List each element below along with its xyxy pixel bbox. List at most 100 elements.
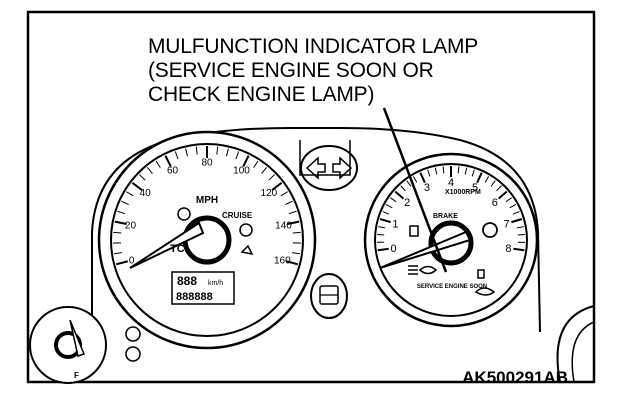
seatbelt-icon	[239, 223, 253, 237]
speedometer-tick-label: 120	[261, 188, 278, 199]
speedometer-minor-tick	[226, 148, 229, 157]
tachometer-tick-label: 8	[505, 243, 511, 255]
speedometer-major-tick	[164, 155, 172, 167]
turn-signal-icon	[300, 145, 358, 191]
speedometer-tick-label: 0	[129, 256, 135, 267]
tachometer-hub	[428, 220, 474, 266]
tachometer-minor-tick	[390, 197, 397, 203]
callout-leader-line	[382, 107, 448, 273]
speedometer-minor-tick	[253, 160, 259, 168]
tachometer-minor-tick	[490, 180, 496, 187]
speedometer-minor-tick	[288, 210, 297, 215]
tachometer-tick-label: 7	[504, 218, 510, 230]
tachometer-minor-tick	[457, 166, 460, 174]
tachometer-needle	[379, 230, 472, 269]
speedometer-needle	[129, 221, 205, 269]
tachometer-ticks: 0 12 3 4 5 67 8	[377, 166, 525, 255]
speedometer-major-tick	[285, 260, 299, 266]
cluster-housing	[91, 127, 541, 333]
tachometer-minor-tick	[400, 185, 406, 192]
callout-line-3: CHECK ENGINE LAMP)	[148, 83, 375, 106]
speedometer-tick-label: 20	[125, 220, 137, 231]
speedometer-minor-tick	[113, 252, 123, 255]
speedometer-minor-tick	[113, 231, 122, 234]
tachometer-minor-tick	[516, 226, 524, 229]
speedometer-minor-tick	[268, 174, 275, 181]
speedometer-minor-tick	[280, 191, 288, 197]
dimmer-knob	[125, 346, 141, 362]
tachometer-major-tick	[377, 247, 389, 252]
abs-icon	[177, 207, 191, 221]
fog-lamp-icon	[477, 269, 485, 279]
tachometer-major-tick	[511, 218, 523, 224]
tachometer-minor-tick	[509, 203, 517, 209]
speedometer-major-tick	[131, 181, 143, 191]
tachometer-major-tick	[419, 172, 426, 184]
headlamp-icon	[408, 265, 438, 275]
speedometer-minor-tick	[126, 191, 134, 197]
speedometer-tick-label: 160	[274, 256, 291, 267]
speedometer-minor-tick	[261, 167, 268, 174]
tachometer-tick-label: 3	[424, 182, 430, 194]
tachometer-minor-tick	[427, 169, 431, 177]
speedometer-major-tick	[271, 181, 283, 191]
tachometer-tick-label: 6	[492, 197, 498, 209]
tachometer-major-tick	[476, 172, 483, 184]
speedometer-minor-tick	[174, 151, 179, 160]
tachometer: 0 12 3 4 5 67 8 X1000RPM BRAKE SERVICE ENGINE …	[363, 152, 539, 328]
callout-line-2: (SERVICE ENGINE SOON OR	[148, 59, 434, 82]
engine-lamp-label: SERVICE ENGINE SOON	[417, 284, 487, 290]
tachometer-tick-label: 5	[472, 182, 478, 194]
tachometer-minor-tick	[434, 167, 438, 175]
speedometer-tick-label: 100	[233, 166, 250, 177]
tachometer-minor-tick	[406, 180, 412, 187]
tachometer-minor-tick	[412, 176, 418, 183]
odometer-digits: 888	[177, 274, 197, 288]
speedometer-major-tick	[287, 220, 300, 225]
speedometer-unit: MPH	[196, 195, 218, 206]
speedometer-tick-label: 140	[275, 220, 292, 231]
tachometer-minor-tick	[382, 211, 390, 215]
speedometer-minor-tick	[146, 167, 153, 174]
speedometer-minor-tick	[292, 231, 301, 234]
tachometer-major-tick	[394, 190, 405, 200]
tachometer-minor-tick	[464, 167, 468, 175]
tachometer-minor-tick	[471, 169, 475, 177]
speedometer-minor-tick	[195, 146, 198, 155]
speedometer-major-tick	[242, 155, 250, 167]
speedometer-minor-tick	[291, 252, 301, 255]
callout-line-1: MULFUNCTION INDICATOR LAMP	[148, 35, 479, 58]
tachometer-tick-label: 1	[392, 218, 398, 230]
tachometer-minor-tick	[442, 166, 445, 174]
speedometer-minor-tick	[216, 146, 219, 155]
tachometer-unit: X1000RPM	[445, 189, 481, 196]
brake-label: BRAKE	[433, 213, 458, 220]
odometer-total: 888888	[176, 291, 213, 303]
tachometer-minor-tick	[517, 234, 525, 236]
cruise-label: CRUISE	[222, 211, 253, 220]
speedometer-minor-tick	[117, 210, 126, 215]
diagram-frame	[26, 10, 596, 384]
fuel-icon	[474, 287, 496, 296]
speedometer-minor-tick	[139, 174, 146, 181]
speedometer-tick-label: 40	[140, 188, 152, 199]
speedometer-minor-tick	[285, 200, 293, 205]
tachometer-minor-tick	[484, 176, 490, 183]
housing-notch	[299, 140, 351, 176]
brake-warning-icon	[482, 222, 498, 238]
tachometer-minor-tick	[512, 211, 520, 215]
speedometer-minor-tick	[235, 151, 240, 160]
tachometer-major-tick	[379, 218, 391, 224]
partial-gauge-right	[556, 305, 595, 383]
odometer-unit: km/h	[208, 280, 223, 287]
tachometer-minor-tick	[378, 226, 386, 229]
tachometer-tick-label: 2	[404, 197, 410, 209]
figure-code: AK500291AB	[462, 368, 568, 387]
tachometer-tick-label: 0	[391, 243, 397, 255]
tachometer-major-tick	[513, 247, 525, 252]
tachometer-tick-label: 4	[448, 177, 454, 189]
